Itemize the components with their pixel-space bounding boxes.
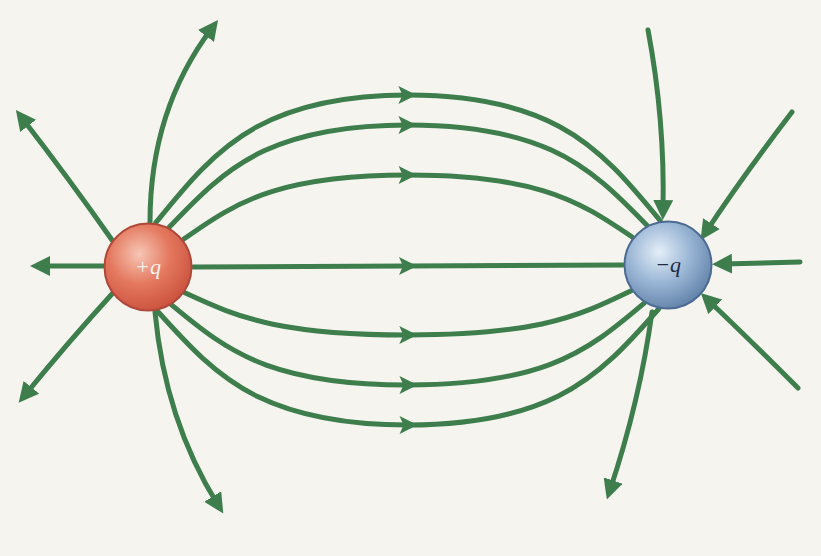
sphere-outline: [625, 222, 712, 309]
field-line: [22, 118, 112, 240]
field-line: [183, 175, 632, 239]
arrowhead: [399, 326, 417, 344]
charge-label: +q: [135, 254, 161, 280]
field-line: [156, 95, 660, 223]
field-line: [722, 262, 800, 264]
field-line: [185, 291, 631, 335]
field-line: [172, 303, 644, 385]
arrowhead: [398, 86, 416, 104]
field-line: [25, 294, 112, 395]
field-line: [40, 264, 103, 269]
arrowhead: [399, 166, 417, 184]
field-line: [648, 30, 663, 210]
charge-circle: −q: [623, 220, 713, 310]
arrowhead: [398, 116, 416, 134]
arrowhead: [399, 257, 417, 275]
field-line: [157, 309, 658, 425]
field-line: [169, 125, 647, 227]
arrowhead: [400, 416, 418, 434]
charge-circle: +q: [103, 222, 193, 312]
sphere-outline: [105, 224, 192, 311]
field-line: [708, 300, 798, 388]
charge-label: −q: [655, 252, 681, 278]
field-line: [706, 112, 792, 232]
arrowhead: [399, 376, 417, 394]
